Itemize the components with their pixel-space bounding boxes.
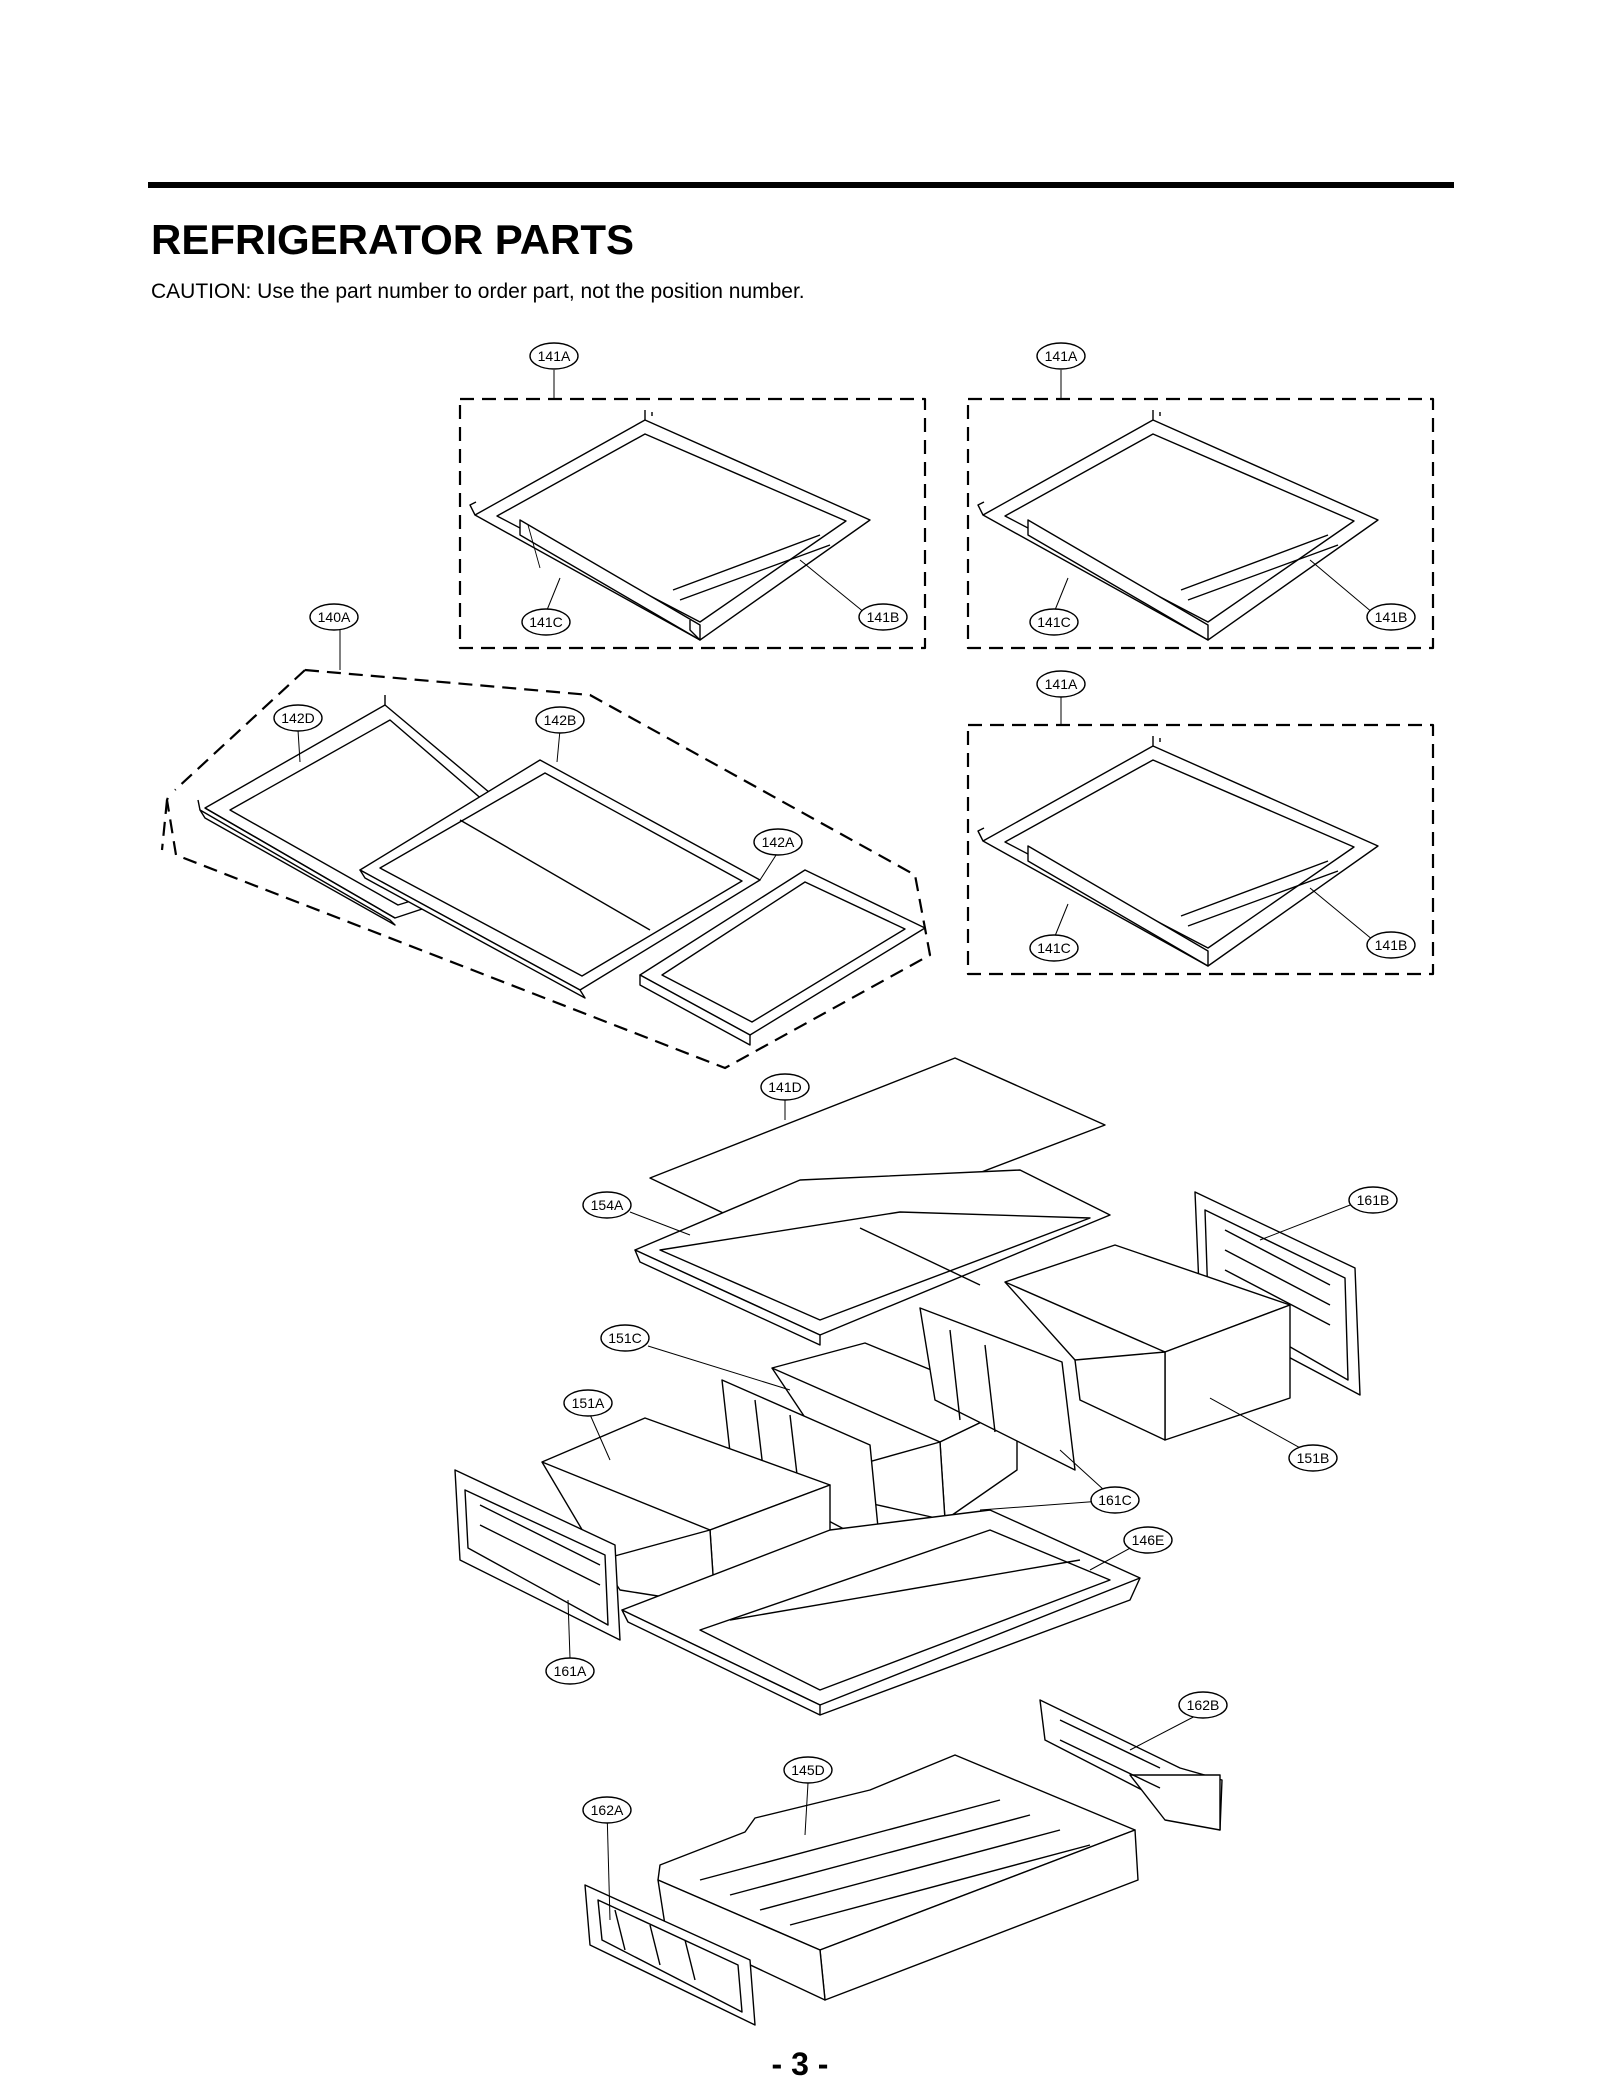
callout-141A-3: 141A — [1036, 670, 1086, 698]
callout-161C: 161C — [1090, 1486, 1140, 1514]
svg-text:161B: 161B — [1357, 1192, 1390, 1208]
callout-162B: 162B — [1178, 1691, 1228, 1719]
callout-141C-1: 141C — [521, 608, 571, 636]
bracket-162A — [584, 1884, 756, 2026]
callout-141C-2: 141C — [1029, 608, 1079, 636]
svg-text:151C: 151C — [608, 1330, 641, 1346]
svg-text:141B: 141B — [867, 609, 900, 625]
crisper-tray-146E — [621, 1509, 1141, 1716]
svg-text:141B: 141B — [1375, 609, 1408, 625]
callout-141B-1: 141B — [858, 603, 908, 631]
svg-text:141C: 141C — [529, 614, 562, 630]
svg-text:141A: 141A — [1045, 348, 1078, 364]
callout-141B-3: 141B — [1366, 931, 1416, 959]
callout-141D: 141D — [760, 1073, 810, 1101]
callout-161A: 161A — [545, 1657, 595, 1685]
svg-text:161C: 161C — [1098, 1492, 1131, 1508]
callout-141A-1: 141A — [529, 342, 579, 370]
callout-142B: 142B — [535, 706, 585, 734]
callout-162A: 162A — [582, 1796, 632, 1824]
svg-text:142D: 142D — [281, 710, 314, 726]
drawer-145D — [657, 1754, 1139, 2001]
svg-text:141C: 141C — [1037, 940, 1070, 956]
svg-text:145D: 145D — [791, 1762, 824, 1778]
callout-141B-2: 141B — [1366, 603, 1416, 631]
svg-text:141C: 141C — [1037, 614, 1070, 630]
svg-text:141D: 141D — [768, 1079, 801, 1095]
svg-text:154A: 154A — [591, 1197, 624, 1213]
header-rule — [148, 182, 1454, 188]
svg-text:162B: 162B — [1187, 1697, 1220, 1713]
shelf-assembly-top-right — [966, 397, 1435, 650]
page-title: REFRIGERATOR PARTS — [151, 216, 635, 263]
callout-146E: 146E — [1123, 1526, 1173, 1554]
shelf-assembly-top-left — [458, 397, 927, 650]
callout-161B: 161B — [1348, 1186, 1398, 1214]
divider-161B — [1194, 1191, 1361, 1396]
sliding-shelf-assembly — [160, 668, 932, 1070]
callout-154A: 154A — [582, 1191, 632, 1219]
callout-142A: 142A — [753, 828, 803, 856]
callout-140A: 140A — [309, 603, 359, 631]
svg-text:141A: 141A — [538, 348, 571, 364]
callout-141A-2: 141A — [1036, 342, 1086, 370]
crisper-cover-154A — [634, 1169, 1111, 1346]
callout-labels: 141A 141A 141A 141C 141B 141C 141B 141C … — [273, 342, 1416, 1824]
caution-note: CAUTION: Use the part number to order pa… — [151, 280, 805, 303]
callout-145D: 145D — [783, 1756, 833, 1784]
callout-151C: 151C — [600, 1324, 650, 1352]
svg-text:161A: 161A — [554, 1663, 587, 1679]
svg-text:151A: 151A — [572, 1395, 605, 1411]
svg-text:162A: 162A — [591, 1802, 624, 1818]
svg-text:146E: 146E — [1132, 1532, 1165, 1548]
svg-text:141A: 141A — [1045, 676, 1078, 692]
divider-161A — [454, 1469, 621, 1641]
svg-text:142A: 142A — [762, 834, 795, 850]
crisper-drawer-151B — [1004, 1244, 1291, 1441]
svg-text:142B: 142B — [544, 712, 577, 728]
shelf-assembly-middle-right — [966, 723, 1435, 976]
svg-text:141B: 141B — [1375, 937, 1408, 953]
svg-text:151B: 151B — [1297, 1450, 1330, 1466]
svg-text:140A: 140A — [318, 609, 351, 625]
callout-151B: 151B — [1288, 1444, 1338, 1472]
bracket-162B — [1039, 1699, 1223, 1831]
callout-151A: 151A — [563, 1389, 613, 1417]
callout-142D: 142D — [273, 704, 323, 732]
callout-141C-3: 141C — [1029, 934, 1079, 962]
leader-lines — [297, 370, 1374, 1921]
page-number: - 3 - — [771, 2046, 829, 2082]
